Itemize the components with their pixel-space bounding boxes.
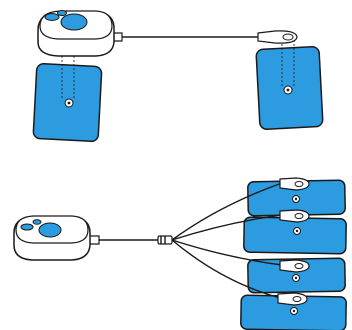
splitter-icon [157, 235, 173, 245]
mode-button-icon-bottom [32, 219, 42, 225]
dial-icon [60, 13, 88, 31]
pad-snaps-bottom [290, 195, 301, 315]
electrode-pad-top-right [255, 40, 324, 130]
dial-icon-bottom [38, 222, 62, 238]
power-button-icon [44, 13, 60, 21]
snap-connector-top-right [257, 30, 298, 44]
bottom-configuration [13, 177, 347, 330]
top-configuration [32, 10, 324, 143]
mode-button-icon [57, 10, 67, 16]
split-lead-wires [96, 182, 283, 299]
power-button-icon-bottom [20, 223, 34, 231]
tens-unit-top [37, 10, 115, 57]
electrode-pad-bottom-2 [243, 216, 347, 255]
snap-connectors-bottom [277, 177, 310, 306]
electrode-pad-top-left [32, 40, 103, 143]
tens-unit-bottom [13, 215, 91, 261]
